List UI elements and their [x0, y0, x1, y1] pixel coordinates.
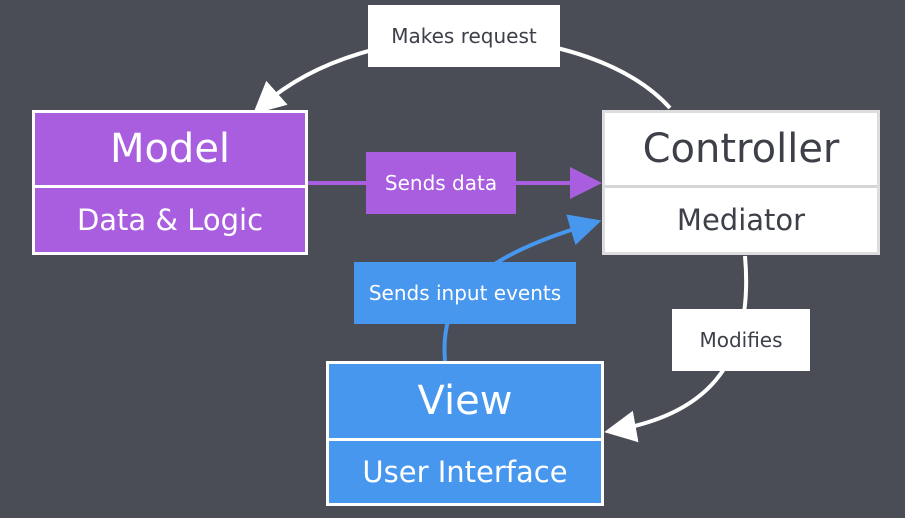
model-box: Model Data & Logic	[32, 110, 308, 255]
sends-input-events-label: Sends input events	[354, 262, 576, 324]
sends-data-label: Sends data	[366, 152, 516, 214]
makes-request-label: Makes request	[368, 5, 560, 67]
view-title: View	[417, 378, 513, 424]
controller-box: Controller Mediator	[602, 110, 880, 255]
modifies-label: Modifies	[672, 309, 810, 371]
controller-subtitle: Mediator	[605, 185, 877, 252]
model-title: Model	[109, 126, 231, 172]
controller-title: Controller	[642, 126, 840, 172]
modifies-arrow	[604, 255, 749, 443]
view-box: View User Interface	[326, 361, 604, 506]
model-subtitle: Data & Logic	[35, 185, 305, 252]
view-subtitle: User Interface	[329, 438, 601, 503]
